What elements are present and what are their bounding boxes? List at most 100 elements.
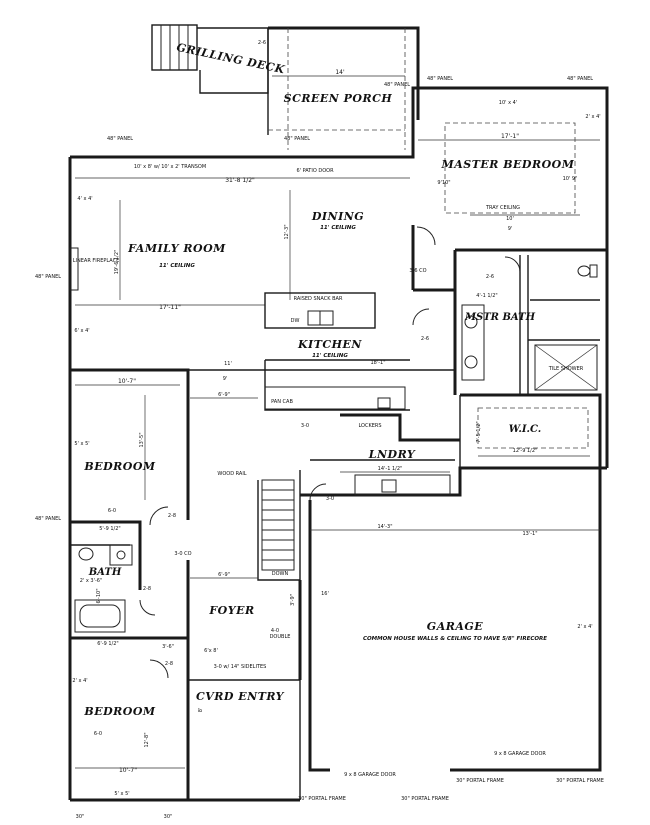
label-linear-fireplace: LINEAR FIREPLACE <box>73 258 120 264</box>
dim-12-8: 12'-8" <box>144 732 150 747</box>
dim-2x4-bed: 2' x 4' <box>72 678 87 684</box>
room-foyer: FOYER <box>208 604 254 617</box>
dim-6-10: 6'-10" <box>96 588 102 603</box>
label-panel-bedroom: 48" PANEL <box>35 516 61 522</box>
dim-10x4: 10' x 4' <box>499 100 517 106</box>
dim-18-1: 18'-1" <box>370 360 385 366</box>
dim-16: 16' <box>321 591 329 597</box>
screen-porch-outline <box>268 26 420 150</box>
dim-2x3-6: 2' x 3'-6" <box>80 578 103 584</box>
label-d60-bed: 6-0 <box>108 508 116 514</box>
label-patio-door: 6' PATIO DOOR <box>296 168 334 174</box>
deck-stairs <box>151 24 198 71</box>
dim-30-left: 30" <box>76 814 85 820</box>
dim-3-6: 3'-6" <box>162 644 174 650</box>
label-d60-bed2: 6-0 <box>94 731 102 737</box>
dim-13-5: 13'-5" <box>139 432 145 447</box>
dim-17-1: 17'-1" <box>501 133 519 140</box>
dim-10: 10' <box>506 216 514 222</box>
dim-7-5: 7'-5 1/2" <box>476 421 482 442</box>
dim-5-9: 5'-9 1/2" <box>99 526 120 532</box>
dim-6-9: 6'-9" <box>218 392 230 398</box>
dim-2x4: 2' x 4' <box>585 114 600 120</box>
label-d40: 4-0 <box>271 628 279 634</box>
room-lndry: LNDRY <box>368 448 416 461</box>
label-lockers: LOCKERS <box>358 423 381 429</box>
dim-4-1: 4'-1 1/2" <box>476 293 497 299</box>
label-tray-ceiling: TRAY CEILING <box>485 205 520 211</box>
label-panel-top: 48" PANEL <box>427 76 453 82</box>
label-raised-snack-bar: RAISED SNACK BAR <box>294 296 343 302</box>
dim-2x4b: 2' x 4' <box>577 624 592 630</box>
fixtures <box>69 122 598 679</box>
room-bedroom-upper: BEDROOM <box>83 460 156 473</box>
label-d28-bed2: 2-8 <box>165 661 173 667</box>
dimension-lines <box>75 139 600 769</box>
label-d26-deck: 2-6 <box>258 40 266 46</box>
label-panel-left: 48" PANEL <box>107 136 133 142</box>
label-double: DOUBLE <box>270 634 291 640</box>
label-panel-porch: 48" PANEL <box>384 82 410 88</box>
dim-12-9: 12'-9 1/2" <box>513 448 538 454</box>
dim-10-7b: 10'-7" <box>119 767 137 774</box>
room-family-room: FAMILY ROOM <box>127 242 226 255</box>
label-pan-cab: PAN CAB <box>271 399 293 405</box>
label-garage-door-right: 9 x 8 GARAGE DOOR <box>494 751 546 757</box>
dim-8: 8' <box>198 708 204 713</box>
label-sidelites: 3-0 w/ 14" SIDELITES <box>214 664 267 670</box>
dim-30-right: 30" <box>164 814 173 820</box>
label-co-36: 3-6 CO <box>409 268 426 274</box>
room-bath: BATH <box>88 567 122 578</box>
dim-14-porch: 14' <box>335 69 345 76</box>
label-dw: DW <box>291 318 300 324</box>
label-portal-frame-4: 30" PORTAL FRAME <box>556 778 604 784</box>
dim-11: 11' <box>224 361 232 367</box>
interior-walls <box>70 225 607 680</box>
room-wic: W.I.C. <box>509 424 542 435</box>
dim-9: 9' <box>508 226 513 232</box>
label-d28-bath: 2-8 <box>143 586 151 592</box>
dining-ceiling: 11' CEILING <box>320 225 356 231</box>
grilling-deck-outline <box>197 27 269 135</box>
dim-3-9: 3'-9" <box>290 594 296 606</box>
dim-19-6: 19'-6 1/2" <box>114 250 120 275</box>
family-room-ceiling: 11' CEILING <box>159 263 195 269</box>
label-d26-closet: 2-6 <box>486 274 494 280</box>
label-down: DOWN <box>272 571 289 577</box>
dim-13-1: 13'-1" <box>522 531 537 537</box>
dim-9b: 9' <box>223 376 228 382</box>
dim-14-3: 14'-3" <box>377 524 392 530</box>
room-kitchen: KITCHEN <box>297 338 362 351</box>
exterior-walls <box>68 86 609 802</box>
dim-10-7: 10'-7" <box>118 378 136 385</box>
dim-9-10: 9'10" <box>437 180 450 186</box>
room-screen-porch: SCREEN PORCH <box>284 92 393 105</box>
label-co-30: 3-0 CO <box>174 551 191 557</box>
dim-5x5: 5' x 5' <box>74 441 89 447</box>
label-panel-porch-2: 48" PANEL <box>284 136 310 142</box>
label-d30-garage: 3-0 <box>326 496 334 502</box>
label-d28-bed: 2-8 <box>168 513 176 519</box>
dim-4x4: 4' x 4' <box>77 196 92 202</box>
label-d30-kitchen: 3-0 <box>301 423 309 429</box>
dim-17-11: 17'-11" <box>159 304 181 311</box>
label-panel-family: 48" PANEL <box>35 274 61 280</box>
label-portal-frame-2: 30" PORTAL FRAME <box>401 796 449 802</box>
label-portal-frame-1: 30" PORTAL FRAME <box>298 796 346 802</box>
dim-6-9c: 6'-9" <box>218 572 230 578</box>
room-grilling-deck: GRILLING DECK <box>175 41 286 77</box>
room-mstr-bath: MSTR BATH <box>464 312 536 323</box>
room-cvrd-entry: CVRD ENTRY <box>196 690 285 703</box>
room-bedroom-lower: BEDROOM <box>83 705 156 718</box>
label-panel-right: 48" PANEL <box>567 76 593 82</box>
dim-5x5b: 5' x 5' <box>114 791 129 797</box>
label-d68: 6'x 8' <box>204 648 218 654</box>
dim-10-9: 10' 9" <box>563 176 578 182</box>
dim-14-1: 14'-1 1/2" <box>378 466 403 472</box>
dim-6-9b: 6'-9 1/2" <box>97 641 118 647</box>
label-transom: 10' x 8' w/ 10' x 2' TRANSOM <box>134 164 206 170</box>
room-master-bedroom: MASTER BEDROOM <box>441 158 575 171</box>
dim-12-3: 12'-3" <box>284 224 290 239</box>
dim-6x4: 6' x 4' <box>74 328 89 334</box>
